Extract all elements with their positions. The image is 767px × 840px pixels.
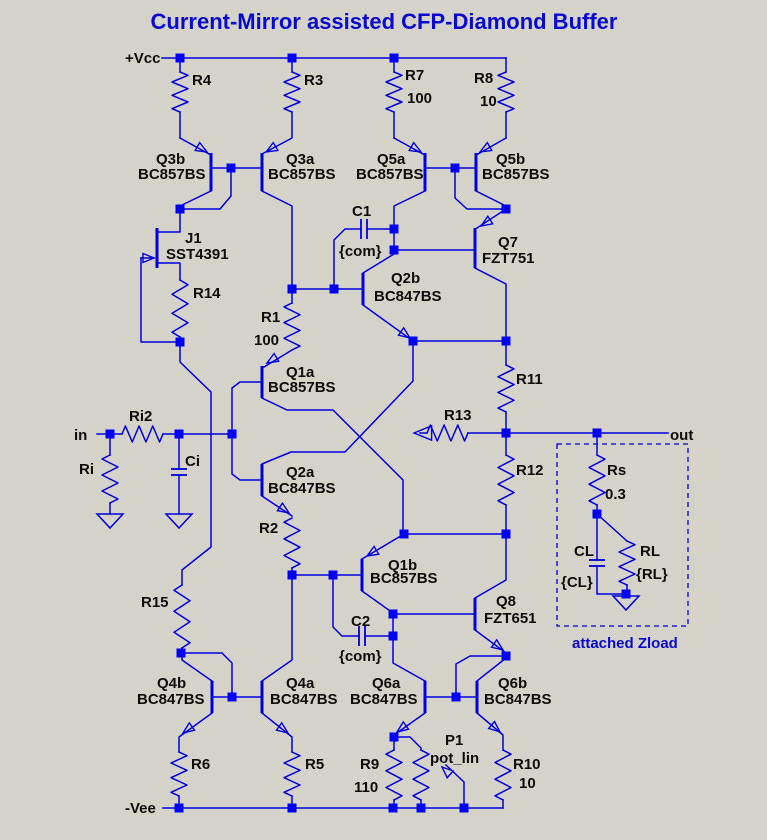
capacitor-CL-value[interactable]: {CL} xyxy=(561,574,593,591)
transistor-Q6b-ref[interactable]: Q6b xyxy=(498,675,527,692)
jfet-J1-type[interactable]: SST4391 xyxy=(166,246,229,263)
transistor-Q1a-type[interactable]: BC857BS xyxy=(268,379,336,396)
input-port-label[interactable]: in xyxy=(74,427,87,444)
vcc-rail-label: +Vcc xyxy=(125,50,160,67)
resistor-R8-value[interactable]: 10 xyxy=(480,93,497,110)
zload-caption: attached Zload xyxy=(572,635,678,652)
resistor-R5-ref[interactable]: R5 xyxy=(305,756,324,773)
capacitor-C1-value[interactable]: {com} xyxy=(339,243,382,260)
resistor-R11-ref[interactable]: R11 xyxy=(516,371,543,388)
capacitor-C2-ref[interactable]: C2 xyxy=(351,613,370,630)
transistor-Q3a-ref[interactable]: Q3a xyxy=(286,151,315,168)
transistor-Q5b-type[interactable]: BC857BS xyxy=(482,166,550,183)
transistor-Q4a-type[interactable]: BC847BS xyxy=(270,691,338,708)
transistor-Q2b-ref[interactable]: Q2b xyxy=(391,270,420,287)
schematic-title: Current-Mirror assisted CFP-Diamond Buff… xyxy=(151,9,618,34)
resistor-R2-ref[interactable]: R2 xyxy=(259,520,278,537)
transistor-Q7-type[interactable]: FZT751 xyxy=(482,250,535,267)
capacitor-Ci-ref[interactable]: Ci xyxy=(185,453,200,470)
transistor-Q8-ref[interactable]: Q8 xyxy=(496,593,516,610)
transistor-Q1a-ref[interactable]: Q1a xyxy=(286,364,315,381)
transistor-Q5a-type[interactable]: BC857BS xyxy=(356,166,424,183)
resistor-R7-value[interactable]: 100 xyxy=(407,90,432,107)
transistor-Q5a-ref[interactable]: Q5a xyxy=(377,151,406,168)
resistor-R12-ref[interactable]: R12 xyxy=(516,462,544,479)
resistor-Ri2-ref[interactable]: Ri2 xyxy=(129,408,152,425)
resistor-RL-ref[interactable]: RL xyxy=(640,543,660,560)
resistor-R10-value[interactable]: 10 xyxy=(519,775,536,792)
output-port-label[interactable]: out xyxy=(670,427,693,444)
potentiometer-P1-ref[interactable]: P1 xyxy=(445,732,463,749)
resistor-R7-ref[interactable]: R7 xyxy=(405,67,424,84)
transistor-Q1b-ref[interactable]: Q1b xyxy=(388,557,417,574)
transistor-Q5b-ref[interactable]: Q5b xyxy=(496,151,525,168)
resistor-R9-value[interactable]: 110 xyxy=(354,779,378,796)
resistor-R1-ref[interactable]: R1 xyxy=(261,309,280,326)
transistor-Q6a-type[interactable]: BC847BS xyxy=(350,691,418,708)
capacitor-C2-value[interactable]: {com} xyxy=(339,648,382,665)
transistor-Q6b-type[interactable]: BC847BS xyxy=(484,691,552,708)
transistor-Q3b-ref[interactable]: Q3b xyxy=(156,151,185,168)
resistor-R1-value[interactable]: 100 xyxy=(254,332,279,349)
resistor-R3-ref[interactable]: R3 xyxy=(304,72,323,89)
potentiometer-P1-value[interactable]: pot_lin xyxy=(430,750,479,767)
resistor-R8-ref[interactable]: R8 xyxy=(474,70,493,87)
vee-rail-label: -Vee xyxy=(125,800,156,817)
resistor-R15-ref[interactable]: R15 xyxy=(141,594,169,611)
transistor-Q2a-ref[interactable]: Q2a xyxy=(286,464,315,481)
jfet-J1-ref[interactable]: J1 xyxy=(185,230,202,247)
transistor-Q2a-type[interactable]: BC847BS xyxy=(268,480,336,497)
capacitor-C1-ref[interactable]: C1 xyxy=(352,203,371,220)
transistor-Q1b-type[interactable]: BC857BS xyxy=(370,570,438,587)
transistor-Q6a-ref[interactable]: Q6a xyxy=(372,675,401,692)
transistor-Q4b-ref[interactable]: Q4b xyxy=(157,675,186,692)
resistor-Rs-ref[interactable]: Rs xyxy=(607,462,626,479)
transistor-Q8-type[interactable]: FZT651 xyxy=(484,610,537,627)
resistor-RL-value[interactable]: {RL} xyxy=(636,566,668,583)
transistor-Q4b-type[interactable]: BC847BS xyxy=(137,691,205,708)
resistor-R9-ref[interactable]: R9 xyxy=(360,756,379,773)
resistor-R13-ref[interactable]: R13 xyxy=(444,407,472,424)
transistor-Q4a-ref[interactable]: Q4a xyxy=(286,675,315,692)
resistor-R10-ref[interactable]: R10 xyxy=(513,756,541,773)
capacitor-CL-ref[interactable]: CL xyxy=(574,543,594,560)
schematic-wires xyxy=(95,53,689,813)
resistor-R14-ref[interactable]: R14 xyxy=(193,285,221,302)
resistor-Ri-ref[interactable]: Ri xyxy=(79,461,94,478)
resistor-Rs-value[interactable]: 0.3 xyxy=(605,486,626,503)
transistor-Q7-ref[interactable]: Q7 xyxy=(498,234,518,251)
transistor-Q2b-type[interactable]: BC847BS xyxy=(374,288,442,305)
transistor-Q3a-type[interactable]: BC857BS xyxy=(268,166,336,183)
transistor-Q3b-type[interactable]: BC857BS xyxy=(138,166,206,183)
resistor-R6-ref[interactable]: R6 xyxy=(191,756,210,773)
resistor-R4-ref[interactable]: R4 xyxy=(192,72,212,89)
